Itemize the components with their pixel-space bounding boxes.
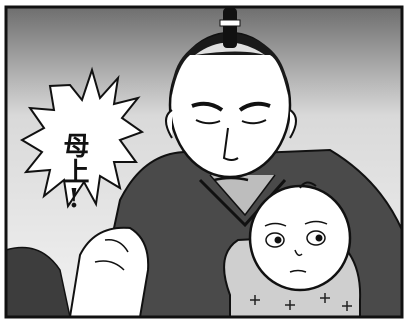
father-hand — [68, 226, 150, 318]
panel-frame — [4, 5, 404, 319]
speech-text: 母上! — [59, 132, 89, 214]
clothing-pattern — [250, 293, 352, 311]
father-topknot — [223, 8, 237, 48]
father-hair — [171, 32, 288, 95]
baby-head — [248, 184, 352, 292]
speech-bubble — [19, 66, 145, 209]
